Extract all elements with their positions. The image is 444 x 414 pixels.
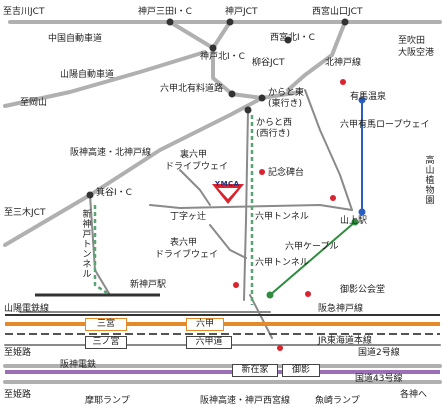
nishinomiya-jct-junction-icon: [341, 18, 349, 26]
sanyo-expressway-road: [3, 50, 207, 108]
label-east-bound: (東行き): [268, 99, 303, 109]
label-to-himeji2: 至姫路: [4, 390, 32, 400]
rokko-mountain-road: [243, 109, 249, 301]
takayama-marker-icon: [330, 195, 336, 201]
label-sanyo-expwy: 山陽自動車道: [60, 70, 115, 80]
label-kobe-sanda: 神戸三田I・C: [138, 7, 192, 17]
cable-line: [269, 221, 356, 296]
sign-sannomiya: 三宮: [85, 318, 127, 331]
label-sanjo-station: 山上駅: [340, 216, 368, 226]
label-chojigatsuji: 丁字ヶ辻: [170, 212, 207, 222]
label-nishinomiya-kita: 西宮北I・C: [270, 33, 315, 43]
label-hanshin-kita-kobe: 阪神高速・北神戸線: [70, 148, 152, 158]
mikage-kokaido-marker-icon: [305, 291, 311, 297]
label-minowa-ic: 箕谷I・C: [96, 188, 132, 198]
ura-rokko-road: [179, 169, 211, 206]
minowa-road: [89, 194, 111, 296]
arima-onsen-marker-icon: [340, 79, 346, 85]
kobe-sanda-junction-icon: [166, 18, 174, 26]
label-drive-way: ドライブウェイ: [165, 162, 229, 172]
label-hanshin-nishinomiya: 阪神高速・神戸西宮線: [200, 396, 291, 406]
label-kosaka-jct: 至吉川JCT: [3, 7, 45, 17]
ropeway-top-icon: [358, 96, 366, 104]
sign-mikage: 御影: [282, 364, 320, 377]
cable-bottom-icon: [266, 291, 274, 299]
nishinomiya-link-road: [286, 20, 347, 92]
label-kita-kobe-line: 北神戸線: [325, 58, 362, 68]
label-sanyo-dentetsu: 山陽電鉄線: [4, 304, 50, 314]
sign-rokko: 六甲: [186, 318, 224, 331]
label-drive-way2: ドライブウェイ: [155, 250, 219, 260]
sanjo-station-icon: [358, 208, 366, 216]
label-to-okayama: 至岡山: [20, 98, 48, 108]
label-rokko-cable: 六甲ケーブル: [285, 242, 339, 252]
red-markers: [233, 79, 346, 351]
label-chugoku-expwy: 中国自動車道: [48, 34, 103, 44]
label-osaka-airport: 大阪空港: [398, 48, 435, 58]
label-rokko-arima-ropeway: 六甲有馬ロープウェイ: [340, 120, 430, 130]
label-maya-ramp: 摩耶ランプ: [85, 396, 130, 406]
junction-dots: [86, 18, 366, 299]
label-rokko-kita-toll: 六甲北有料道路: [160, 84, 224, 94]
label-to-himeji: 至姫路: [4, 348, 32, 358]
kinenhi-marker-icon: [259, 169, 265, 175]
label-kobe-jct: 神戸JCT: [225, 7, 258, 17]
shin-kobe-tunnel-line: [93, 205, 111, 297]
mikage-station-marker-icon: [277, 345, 283, 351]
sign-sannomiya2: 三ノ宮: [85, 336, 127, 349]
expressway-network: [3, 20, 442, 384]
label-karato-nishi: からと西: [256, 118, 293, 128]
label-ymca: YMCA: [215, 180, 240, 188]
yanagitani-junction-icon: [228, 90, 236, 98]
label-kobe-kita-1: 神戸北I・C: [200, 52, 245, 62]
label-to-suita: 至吹田: [398, 36, 426, 46]
label-takayama-shokubutsuen: 高山植物園: [425, 156, 435, 206]
label-ura-rokko: 裏六甲: [180, 150, 208, 160]
label-karato-higashi: からと東: [268, 88, 305, 98]
label-mikage-kokaido: 御影公会堂: [340, 285, 386, 295]
label-west-bound: (西行き): [256, 129, 291, 139]
karato-nishi-junction-icon: [244, 106, 252, 114]
label-nishinomiya-yamaguchi: 西宮山口JCT: [312, 7, 363, 17]
sanda-link-road: [168, 20, 215, 50]
mikage-road: [249, 294, 273, 339]
sign-rokkomichi: 六甲道: [186, 336, 232, 349]
tunnels: [93, 115, 254, 305]
label-kokudo-2: 国道2号線: [358, 348, 400, 358]
label-kokudo-43: 国道43号線: [355, 374, 403, 384]
minowa-junction-icon: [86, 191, 94, 199]
chojigatsuji-road: [149, 204, 353, 211]
ymca-logo-icon: [212, 184, 244, 204]
label-rokko-tunnel-a: 六甲トンネル: [255, 212, 309, 222]
label-hanshin-dentetsu: 阪神電鉄: [60, 360, 97, 370]
label-to-osaka: 各神へ: [400, 390, 428, 400]
label-jr-tokaido: JR東海道本線: [318, 336, 372, 346]
kobe-jct-junction-icon: [226, 18, 234, 26]
label-shin-kobe-station: 新神戸駅: [130, 280, 167, 290]
arima-road: [304, 89, 353, 211]
sign-shinzaike: 新在家: [232, 364, 278, 377]
kobe-jct-link-road: [211, 20, 234, 96]
label-rokko-tunnel-b: 六甲トンネル: [255, 258, 309, 268]
hanshin-kita-kobe-road: [3, 96, 264, 247]
label-to-sanyo-jct: 至三木JCT: [4, 208, 46, 218]
label-yanagitani-jct: 柳谷JCT: [252, 58, 285, 68]
label-uozaki-ramp: 魚崎ランプ: [315, 396, 360, 406]
karato-higashi-junction-icon: [258, 94, 266, 102]
nishinomiya-kita-junction-icon: [284, 36, 292, 44]
cable-top-icon: [351, 218, 359, 226]
label-kinenhi: 記念碑台: [268, 168, 305, 178]
label-hankyu-line: 阪急神戸線: [318, 304, 364, 314]
kobe-kita-junction-icon: [209, 44, 217, 52]
shin-kobe-marker-icon: [233, 282, 239, 288]
label-omote-rokko: 表六甲: [170, 238, 198, 248]
label-shin-kobe-tunnel: 新神戸トンネル: [82, 210, 92, 280]
label-arima-onsen: 有馬温泉: [350, 92, 387, 102]
omote-rokko-road: [209, 224, 247, 259]
